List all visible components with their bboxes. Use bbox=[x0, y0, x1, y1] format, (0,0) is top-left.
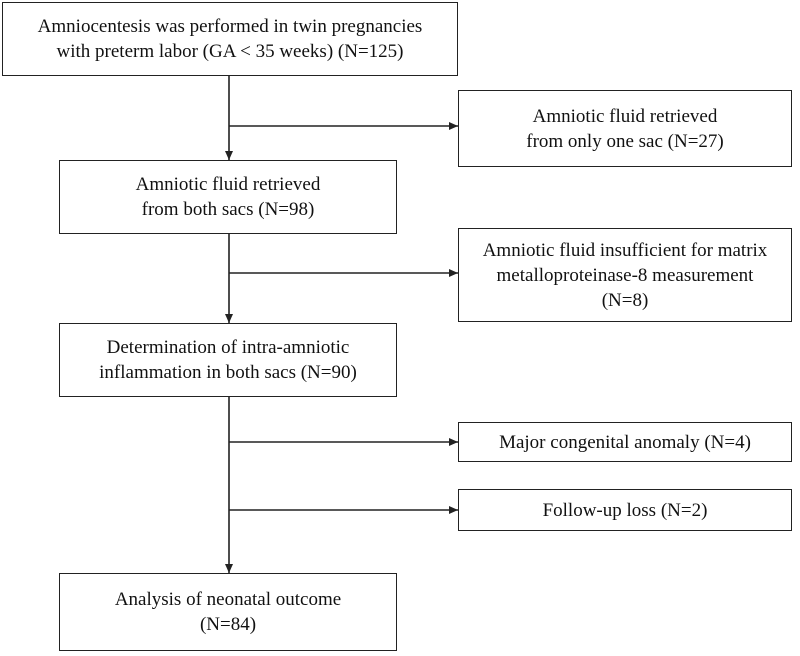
box-excl-insufficient-line2: metalloproteinase-8 measurement bbox=[496, 264, 754, 286]
box-excl-one-sac-line2: from only one sac (N=27) bbox=[526, 130, 724, 152]
box-excl-anomaly-line1: Major congenital anomaly (N=4) bbox=[499, 431, 751, 453]
box-excl-one-sac: Amniotic fluid retrieved from only one s… bbox=[458, 90, 792, 167]
box-neonatal-outcome-line2: (N=84) bbox=[199, 614, 257, 635]
box-amniocentesis-line2: with preterm labor (GA < 35 weeks) (N=12… bbox=[56, 41, 404, 62]
box-excl-insufficient-line3: (N=8) bbox=[601, 289, 649, 311]
box-excl-one-sac-line1: Amniotic fluid retrieved bbox=[532, 105, 718, 127]
box-both-sacs: Amniotic fluid retrieved from both sacs … bbox=[59, 160, 397, 234]
box-excl-insufficient: Amniotic fluid insufficient for matrix m… bbox=[458, 228, 792, 322]
box-excl-followup-line1: Follow-up loss (N=2) bbox=[542, 499, 708, 521]
box-amniocentesis-line1: Amniocentesis was performed in twin preg… bbox=[37, 16, 423, 37]
box-both-sacs-line1: Amniotic fluid retrieved bbox=[135, 174, 321, 195]
box-excl-anomaly: Major congenital anomaly (N=4) bbox=[458, 422, 792, 462]
box-excl-insufficient-line1: Amniotic fluid insufficient for matrix bbox=[482, 239, 768, 261]
box-inflammation-line1: Determination of intra-amniotic bbox=[106, 337, 350, 358]
box-inflammation-line2: inflammation in both sacs (N=90) bbox=[99, 362, 357, 383]
box-excl-followup: Follow-up loss (N=2) bbox=[458, 489, 792, 531]
box-neonatal-outcome: Analysis of neonatal outcome (N=84) bbox=[59, 573, 397, 651]
box-neonatal-outcome-line1: Analysis of neonatal outcome bbox=[114, 589, 342, 610]
box-amniocentesis: Amniocentesis was performed in twin preg… bbox=[2, 2, 458, 76]
box-inflammation: Determination of intra-amniotic inflamma… bbox=[59, 323, 397, 397]
box-both-sacs-line2: from both sacs (N=98) bbox=[141, 199, 315, 220]
